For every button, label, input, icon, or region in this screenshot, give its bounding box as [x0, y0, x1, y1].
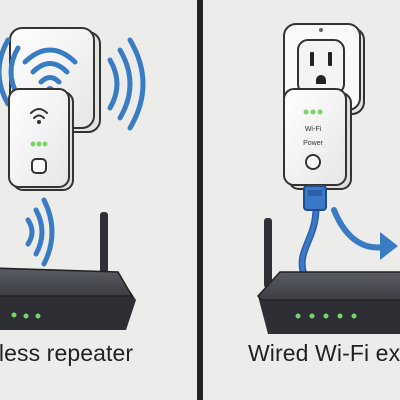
wifi-signal-icon — [22, 47, 78, 85]
right-panel: Wi-Fi Power — [256, 23, 400, 334]
pair-button[interactable] — [31, 158, 47, 174]
router-right — [256, 218, 400, 334]
curved-arrow-icon — [331, 207, 398, 260]
router-left — [0, 212, 136, 330]
caption-wireless-repeater: eless repeater — [0, 340, 134, 366]
left-panel — [0, 27, 146, 330]
power-button[interactable] — [305, 154, 321, 170]
ethernet-plug-icon — [303, 185, 327, 211]
power-label: Power — [303, 140, 324, 147]
router-signal-waves — [25, 197, 55, 267]
status-leds — [30, 141, 48, 147]
wired-extender: Wi-Fi Power — [283, 88, 352, 190]
front-repeater — [8, 88, 74, 191]
router-leds — [11, 312, 41, 319]
router-right-leds — [295, 313, 357, 319]
router-antenna — [100, 212, 108, 284]
panel-divider — [197, 0, 203, 400]
small-wifi-icon — [30, 108, 48, 119]
caption-wired-extender: Wired Wi-Fi ext — [248, 340, 400, 366]
router-antenna-right — [264, 218, 272, 288]
small-wifi-dot-icon — [37, 120, 41, 124]
signal-waves-right — [107, 37, 146, 131]
extender-leds — [303, 109, 323, 115]
wifi-label: Wi-Fi — [305, 126, 322, 133]
